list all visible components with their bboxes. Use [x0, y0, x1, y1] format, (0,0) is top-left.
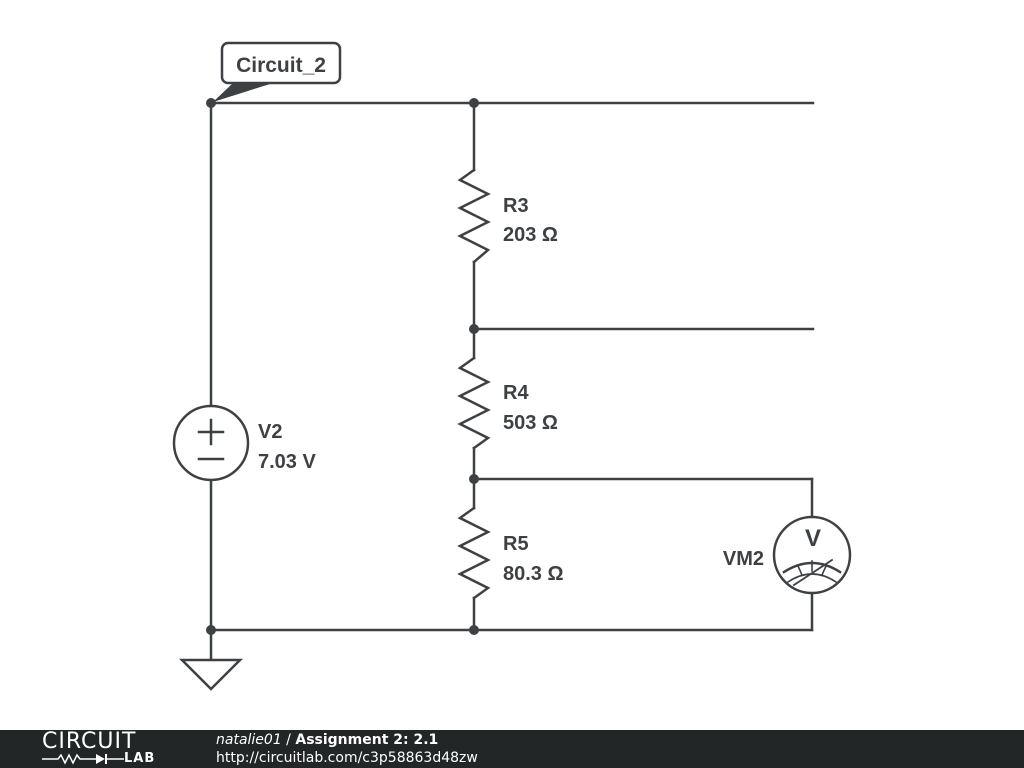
resistor-r3-name: R3	[503, 195, 529, 217]
logo-wordmark-bottom: LAB	[124, 751, 156, 766]
resistor-r3[interactable]: R3 203 Ω	[457, 168, 558, 264]
ground-icon	[178, 658, 244, 691]
resistor-r5-name: R5	[503, 533, 529, 555]
voltage-source-v2-name: V2	[258, 421, 282, 443]
voltmeter-tick	[820, 564, 828, 577]
footer-title[interactable]: Assignment 2: 2.1	[295, 732, 439, 748]
voltmeter-symbol: V	[805, 525, 821, 552]
junction-dot	[469, 625, 479, 635]
circuitlab-logo[interactable]: CIRCUIT LAB	[40, 730, 180, 768]
voltage-source-v2-value: 7.03 V	[258, 451, 316, 473]
resistor-r5-zigzag	[457, 506, 491, 600]
ground-symbol	[178, 658, 244, 691]
voltmeter-needle	[792, 558, 834, 587]
junction-dot	[206, 625, 216, 635]
resistor-r4[interactable]: R4 503 Ω	[457, 356, 558, 450]
resistor-r5[interactable]: R5 80.3 Ω	[457, 506, 564, 600]
junction-dot	[469, 474, 479, 484]
circuit-tag: Circuit_2	[213, 41, 342, 102]
resistor-r4-zigzag	[457, 356, 491, 450]
junction-dot	[206, 98, 216, 108]
resistor-r3-zigzag	[457, 168, 491, 264]
logo-resistor-diode-icon	[42, 753, 124, 765]
voltmeter-vm2[interactable]: V VM2	[723, 515, 852, 595]
junction-dot	[469, 324, 479, 334]
junction-dot	[469, 98, 479, 108]
footer-url[interactable]: http://circuitlab.com/c3p58863d48zw	[216, 750, 478, 766]
resistor-r4-name: R4	[503, 382, 529, 404]
resistor-r3-value: 203 Ω	[503, 224, 558, 246]
footer-author[interactable]: natalie01	[216, 732, 282, 748]
voltmeter-tick	[796, 564, 804, 577]
voltmeter-vm2-name: VM2	[723, 548, 764, 570]
voltmeter-circle	[772, 515, 852, 595]
logo-wordmark-top: CIRCUIT	[42, 729, 137, 754]
junctions	[206, 98, 479, 635]
footer-bar: CIRCUIT LAB natalie01 / Assignment 2: 2.…	[0, 730, 1024, 768]
circuit-schematic: Circuit_2 R3	[172, 41, 852, 691]
circuit-tag-label: Circuit_2	[236, 54, 326, 77]
voltage-source-v2[interactable]: V2 7.03 V	[172, 404, 316, 482]
footer-info: natalie01 / Assignment 2: 2.1 http://cir…	[216, 731, 478, 767]
footer-separator: /	[281, 732, 296, 748]
resistor-r5-value: 80.3 Ω	[503, 563, 564, 585]
resistor-r4-value: 503 Ω	[503, 412, 558, 434]
wires	[209, 101, 815, 662]
